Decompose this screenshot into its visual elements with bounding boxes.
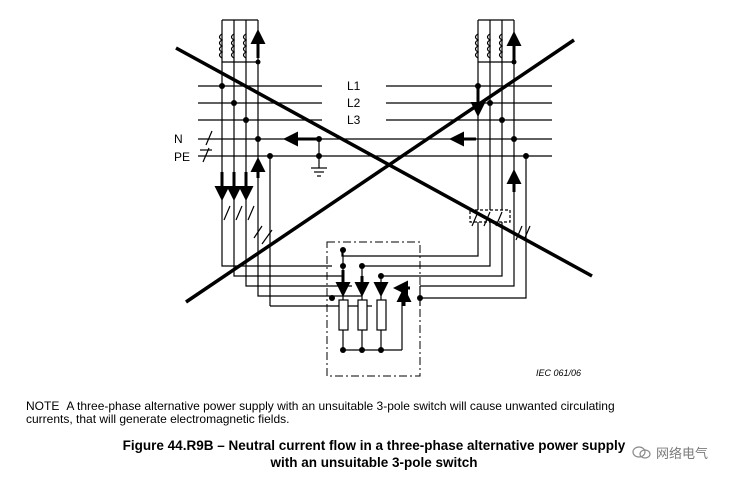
right-arrows xyxy=(449,31,522,192)
label-l3: L3 xyxy=(347,113,361,127)
busbars xyxy=(198,85,552,157)
caption-line-1: Figure 44.R9B – Neutral current flow in … xyxy=(122,438,626,453)
watermark-text: 网络电气 xyxy=(656,447,709,462)
left-arrows xyxy=(214,29,318,201)
break-marks xyxy=(200,130,213,163)
load-nodes xyxy=(329,247,423,353)
load-resistors xyxy=(338,250,421,351)
label-pe: PE xyxy=(174,150,190,164)
circuit-diagram: L1 L2 L3 N PE xyxy=(174,19,593,378)
note-tag: NOTE xyxy=(26,399,60,413)
note-text: NOTE A three-phase alternative power supp… xyxy=(26,400,726,426)
note-line-2: currents, that will generate electromagn… xyxy=(26,412,290,426)
wechat-icon xyxy=(632,445,651,459)
right-generator xyxy=(341,19,531,299)
note-line-1: A three-phase alternative power supply w… xyxy=(66,399,615,413)
right-nodes xyxy=(475,59,529,159)
load-enclosure xyxy=(326,241,421,377)
caption-line-2: with an unsuitable 3-pole switch xyxy=(270,455,478,470)
iec-reference: IEC 061/06 xyxy=(536,368,581,378)
label-l2: L2 xyxy=(347,96,361,110)
figure-caption: Figure 44.R9B – Neutral current flow in … xyxy=(0,437,748,471)
label-l1: L1 xyxy=(347,79,361,93)
label-n: N xyxy=(174,132,183,146)
left-generator xyxy=(218,19,362,297)
busbar-labels: L1 L2 L3 N PE xyxy=(174,79,361,164)
load-arrows xyxy=(335,270,412,306)
cross-out-lines xyxy=(175,38,593,304)
left-nodes xyxy=(219,59,273,159)
watermark: 网络电气 xyxy=(632,443,708,462)
